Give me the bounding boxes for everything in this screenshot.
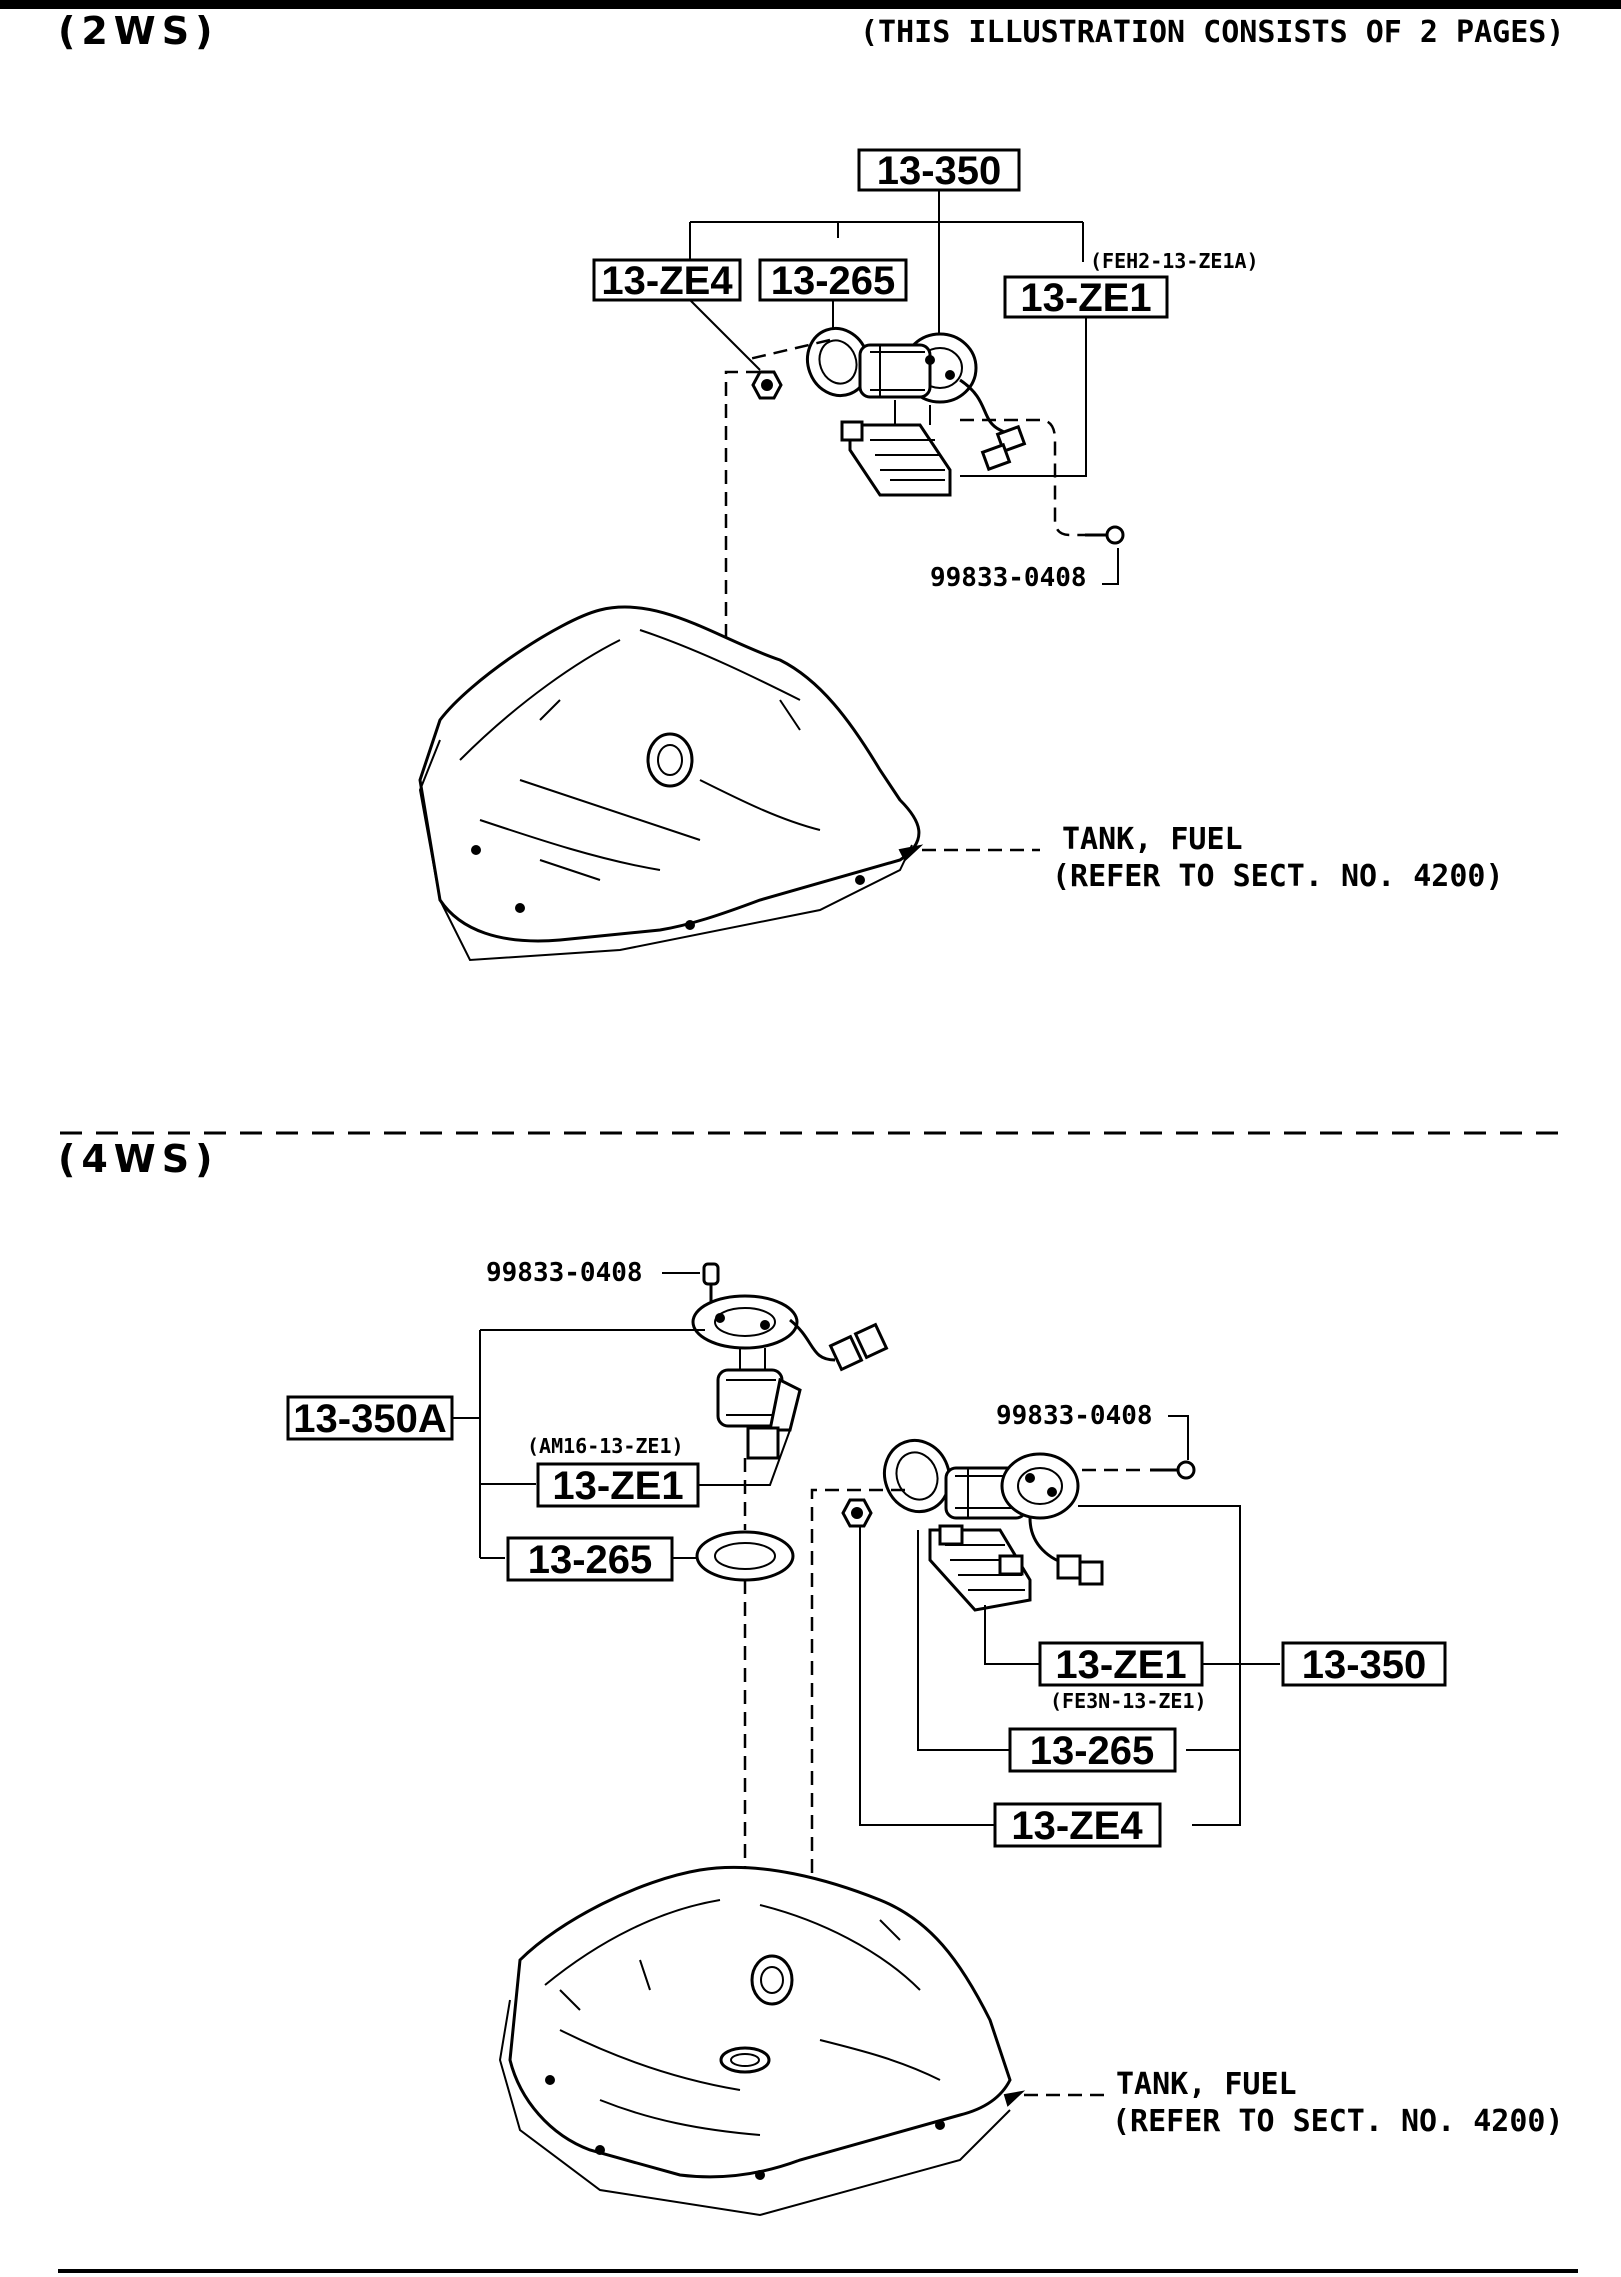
section-2ws-label: (2WS) xyxy=(58,9,218,53)
svg-text:13-ZE1: 13-ZE1 xyxy=(1055,1643,1186,1687)
svg-text:13-350: 13-350 xyxy=(1302,1643,1427,1687)
svg-text:13-ZE4: 13-ZE4 xyxy=(601,259,733,303)
pages-note: (THIS ILLUSTRATION CONSISTS OF 2 PAGES) xyxy=(860,15,1564,50)
fuel-tank-4ws xyxy=(498,1865,1026,2217)
fuel-pump-unit xyxy=(840,332,1027,497)
tank-label-4ws: TANK, FUEL xyxy=(1116,2067,1297,2102)
callout-13-350[interactable]: 13-350 xyxy=(857,148,1021,193)
svg-text:13-265: 13-265 xyxy=(771,259,896,303)
right-screw-label: 99833-0408 xyxy=(996,1401,1153,1431)
right-screw-part xyxy=(1150,1460,1196,1480)
section-4ws-label: (4WS) xyxy=(58,1137,218,1181)
tank-ref-2ws: (REFER TO SECT. NO. 4200) xyxy=(1052,859,1504,894)
callout-left-13-ze1[interactable]: 13-ZE1 xyxy=(536,1462,700,1508)
svg-text:13-265: 13-265 xyxy=(1030,1729,1155,1773)
svg-text:13-265: 13-265 xyxy=(528,1538,653,1582)
callout-right-13-350[interactable]: 13-350 xyxy=(1281,1641,1447,1687)
left-ze1-note: (AM16-13-ZE1) xyxy=(527,1434,684,1458)
diagram-4ws: 99833-0408 13-350A (AM16-13-ZE1) xyxy=(286,1258,1564,2217)
right-ze1-note: (FE3N-13-ZE1) xyxy=(1050,1689,1207,1713)
gasket-part xyxy=(806,326,870,398)
screw-part xyxy=(1085,525,1125,545)
callout-left-13-265[interactable]: 13-265 xyxy=(506,1536,674,1582)
top-rule xyxy=(0,0,1621,9)
left-gasket-part xyxy=(695,1530,795,1582)
right-nut-part xyxy=(841,1498,873,1528)
callout-13-265[interactable]: 13-265 xyxy=(758,258,908,303)
left-screw-part xyxy=(702,1262,720,1302)
left-pump-unit xyxy=(691,1294,889,1460)
svg-text:13-350: 13-350 xyxy=(877,149,1002,193)
svg-text:13-350A: 13-350A xyxy=(293,1397,446,1441)
svg-text:13-ZE4: 13-ZE4 xyxy=(1011,1804,1143,1848)
callout-right-13-265[interactable]: 13-265 xyxy=(1008,1727,1177,1773)
ze1-part-note: (FEH2-13-ZE1A) xyxy=(1090,249,1259,273)
right-pump-unit xyxy=(883,1438,1104,1612)
bottom-rule xyxy=(58,2269,1578,2273)
fuel-tank-2ws xyxy=(418,605,924,962)
svg-text:13-ZE1: 13-ZE1 xyxy=(552,1464,683,1508)
callout-right-13-ze1[interactable]: 13-ZE1 xyxy=(1038,1641,1204,1687)
screw-label: 99833-0408 xyxy=(930,563,1087,593)
left-screw-label: 99833-0408 xyxy=(486,1258,643,1288)
nut-part xyxy=(751,370,783,400)
callout-right-13-ze4[interactable]: 13-ZE4 xyxy=(993,1802,1162,1848)
diagram-2ws: 13-350 13-ZE4 13-265 (FEH2-13-ZE1A) 13-Z… xyxy=(418,148,1504,962)
svg-text:13-ZE1: 13-ZE1 xyxy=(1020,276,1151,320)
callout-13-ze1[interactable]: 13-ZE1 xyxy=(1003,275,1169,320)
callout-13-350a[interactable]: 13-350A xyxy=(286,1395,454,1441)
callout-13-ze4[interactable]: 13-ZE4 xyxy=(592,258,742,303)
tank-label-2ws: TANK, FUEL xyxy=(1062,822,1243,857)
tank-ref-4ws: (REFER TO SECT. NO. 4200) xyxy=(1112,2104,1564,2139)
